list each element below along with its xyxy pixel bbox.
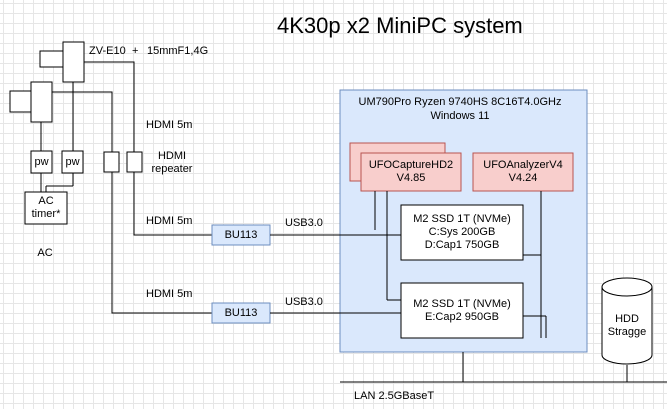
ac-timer-label: AC timer* (31, 195, 61, 220)
camera-top-body[interactable] (62, 41, 85, 83)
hdmi-repeater-left[interactable] (103, 151, 120, 173)
camera-plus-label: + (132, 45, 139, 57)
internal-wiring (374, 191, 628, 382)
minipc-title: UM790Pro Ryzen 9740HS 8C16T4.0GHz Window… (358, 96, 562, 122)
pw-label-left: pw (34, 156, 49, 168)
ufo-capture-label: UFOCaptureHD2 V4.85 (368, 159, 454, 184)
hdmi-repeater-right[interactable] (126, 151, 143, 173)
ufo-capture-box[interactable] (360, 152, 462, 192)
ssd2-label: M2 SSD 1T (NVMe) E:Cap2 950GB (413, 298, 511, 323)
lan-label: LAN 2.5GBaseT (354, 390, 435, 402)
pw-label-right: pw (65, 156, 80, 168)
hdmi-top-label: HDMI 5m (146, 119, 193, 131)
ssd1-box[interactable] (400, 204, 524, 261)
ufo-analyzer-box[interactable] (472, 152, 574, 192)
camera-left-body[interactable] (30, 81, 53, 123)
camera-model-label: ZV-E10 (89, 45, 126, 57)
hdmi-wiring (52, 61, 212, 314)
hdmi-mid-label: HDMI 5m (146, 215, 193, 227)
ssd1-label: M2 SSD 1T (NVMe) C:Sys 200GB D:Cap1 750G… (413, 213, 511, 251)
bu113-top-label: BU113 (224, 229, 258, 241)
usb-low-label: USB3.0 (285, 296, 323, 308)
camera-top-lens[interactable] (39, 50, 64, 68)
camera-lens-label: 15mmF1,4G (147, 45, 209, 57)
hdmi-repeater-label: HDMI repeater (151, 150, 193, 175)
bu113-low-label: BU113 (224, 307, 258, 319)
ufo-analyzer-label: UFOAnalyzerV4 V4.24 (483, 159, 563, 184)
hdd-label: HDD Stragge (607, 313, 647, 338)
hdd-cylinder[interactable] (601, 277, 653, 365)
ac-label: AC (37, 247, 53, 259)
ac-timer-box[interactable] (24, 191, 68, 225)
power-wiring (40, 82, 74, 192)
hdmi-low-label: HDMI 5m (146, 288, 193, 300)
camera-left-lens[interactable] (9, 90, 32, 113)
diagram-title: 4K30p x2 MiniPC system (277, 13, 523, 38)
usb-top-label: USB3.0 (285, 217, 323, 229)
ssd2-box[interactable] (400, 282, 524, 339)
